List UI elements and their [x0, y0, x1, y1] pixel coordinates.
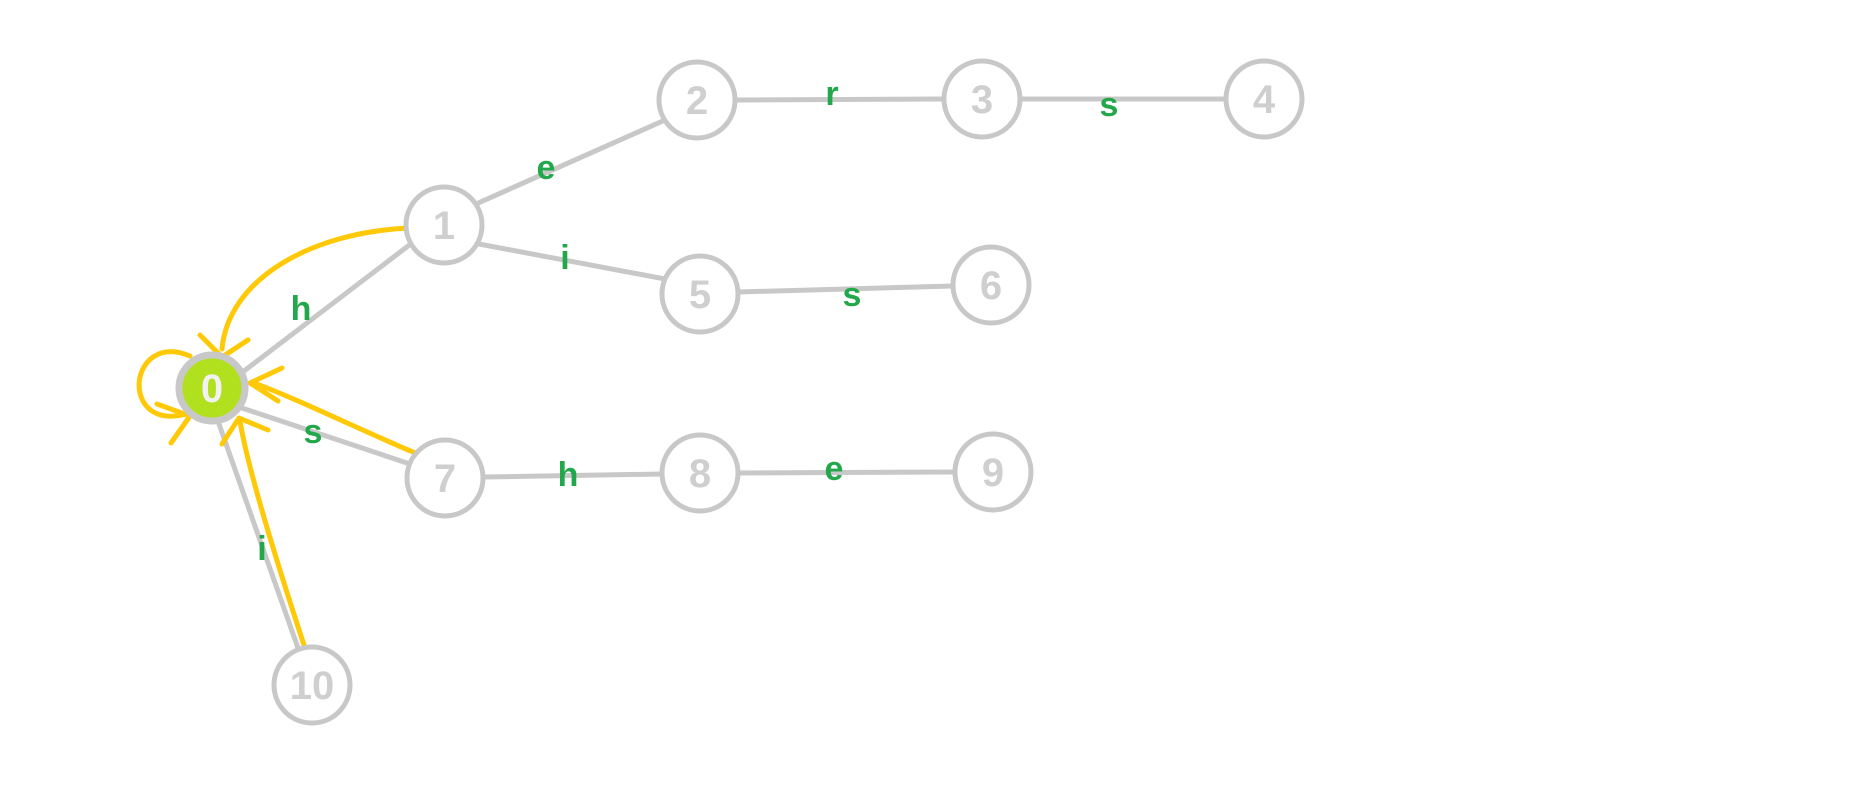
edge-label-0-7: s [304, 413, 323, 451]
suffix-link-10-to-0[interactable] [237, 418, 308, 651]
node-layer: 0 1 2 3 4 5 6 7 [175, 58, 1305, 726]
node-2[interactable]: 2 [656, 59, 738, 141]
edge-label-layer: h e r s i s s h e i [257, 75, 1118, 568]
edge-label-3-4: s [1100, 86, 1119, 124]
node-1[interactable]: 1 [403, 184, 485, 266]
node-7-label: 7 [434, 457, 456, 501]
tree-edge-0-1[interactable] [241, 240, 415, 374]
node-0-circle[interactable] [175, 351, 249, 425]
suffix-link-0-self-loop[interactable] [136, 349, 193, 419]
tree-edge-layer [216, 96, 1229, 651]
suffix-link-7-to-0-arrowhead [247, 365, 285, 404]
node-5-circle[interactable] [659, 253, 741, 335]
tree-edge-1-5[interactable] [476, 241, 668, 282]
node-8-label: 8 [689, 452, 711, 496]
node-8-circle[interactable] [659, 432, 741, 514]
tree-edge-5-6[interactable] [735, 283, 956, 295]
edge-label-0-1: h [291, 290, 312, 328]
node-2-circle[interactable] [656, 59, 738, 141]
tree-edge-1-2[interactable] [473, 117, 668, 207]
node-0-label: 0 [201, 367, 223, 411]
edge-label-7-8: h [558, 456, 579, 494]
tree-edge-0-7[interactable] [239, 405, 413, 467]
node-0[interactable]: 0 [175, 351, 249, 425]
suffix-link-7-to-0[interactable] [251, 380, 423, 458]
tree-edge-7-8[interactable] [480, 471, 665, 480]
edge-label-1-5: i [560, 239, 569, 277]
node-6-circle[interactable] [950, 244, 1032, 326]
node-8[interactable]: 8 [659, 432, 741, 514]
node-4-label: 4 [1253, 78, 1276, 122]
edge-label-1-2: e [537, 149, 556, 187]
node-4[interactable]: 4 [1223, 58, 1305, 140]
node-3-label: 3 [971, 78, 993, 122]
node-10-label: 10 [290, 664, 335, 708]
node-9[interactable]: 9 [952, 431, 1034, 513]
node-10[interactable]: 10 [271, 644, 353, 726]
edge-label-2-3: r [825, 75, 838, 113]
tree-edge-0-10[interactable] [216, 421, 301, 651]
node-3-circle[interactable] [941, 58, 1023, 140]
node-6-label: 6 [980, 264, 1002, 308]
suffix-link-10-to-0-arrowhead [219, 415, 271, 447]
suffix-link-1-to-0[interactable] [219, 225, 413, 352]
edge-label-0-10: i [257, 530, 266, 568]
node-1-label: 1 [433, 204, 455, 248]
node-6[interactable]: 6 [950, 244, 1032, 326]
node-9-label: 9 [982, 451, 1004, 495]
node-2-label: 2 [686, 79, 708, 123]
node-7[interactable]: 7 [404, 437, 486, 519]
tree-edge-2-3[interactable] [732, 96, 947, 103]
edge-label-5-6: s [843, 276, 862, 314]
edge-label-8-9: e [825, 450, 844, 488]
node-9-circle[interactable] [952, 431, 1034, 513]
suffix-link-layer [136, 225, 423, 651]
node-1-circle[interactable] [403, 184, 485, 266]
node-5[interactable]: 5 [659, 253, 741, 335]
node-10-circle[interactable] [271, 644, 353, 726]
node-7-circle[interactable] [404, 437, 486, 519]
node-3[interactable]: 3 [941, 58, 1023, 140]
tree-edge-8-9[interactable] [735, 469, 958, 476]
node-4-circle[interactable] [1223, 58, 1305, 140]
node-5-label: 5 [689, 273, 711, 317]
